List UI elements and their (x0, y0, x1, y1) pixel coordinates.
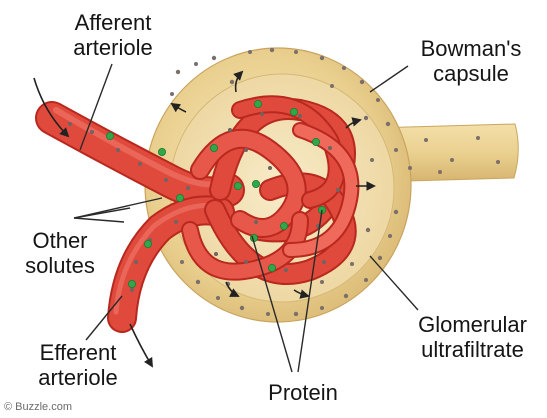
afferent-label-line1: Afferent (48, 10, 178, 35)
other-solutes-label: Other solutes (0, 228, 120, 278)
solutes-label-line2: solutes (0, 253, 120, 278)
solutes-leader-line (74, 218, 124, 222)
afferent-arteriole-label: Afferent arteriole (48, 10, 178, 60)
glomerular-label-line1: Glomerular (400, 312, 545, 337)
afferent-label-line2: arteriole (48, 35, 178, 60)
glomerular-ultrafiltrate-label: Glomerular ultrafiltrate (400, 312, 545, 362)
protein-label-text: Protein (248, 380, 358, 405)
efferent-arteriole-label: Efferent arteriole (8, 340, 148, 390)
efferent-label-line1: Efferent (8, 340, 148, 365)
glomerular-leader-line (370, 256, 418, 310)
bowman-label-line1: Bowman's (406, 36, 536, 61)
bowman-label-line2: capsule (406, 61, 536, 86)
efferent-label-line2: arteriole (8, 365, 148, 390)
glomerular-label-line2: ultrafiltrate (400, 337, 545, 362)
solutes-label-line1: Other (0, 228, 120, 253)
bowman-leader-line (370, 66, 408, 92)
bowmans-capsule-label: Bowman's capsule (406, 36, 536, 86)
protein-label: Protein (248, 380, 358, 405)
source-credit: © Buzzle.com (4, 401, 72, 413)
